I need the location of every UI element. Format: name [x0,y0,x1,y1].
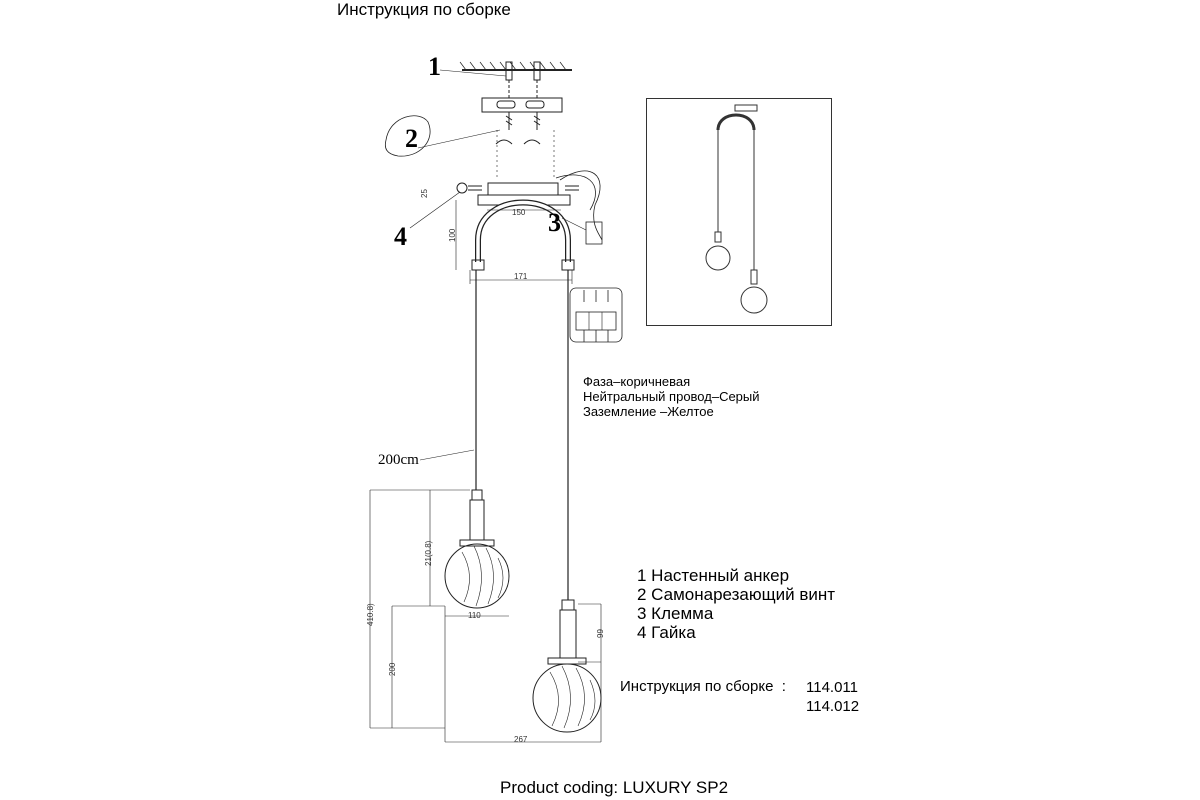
callout-2: 2 [405,124,418,153]
dimension-410: 410.8) [366,603,375,626]
dimension-267: 267 [514,735,528,744]
dimension-99: 99 [596,629,605,638]
model-numbers: 114.011 114.012 [806,678,859,716]
parts-list: 1 Настенный анкер 2 Самонарезающий винт … [637,566,835,642]
assembly-label-text: Инструкция по сборке [620,678,774,695]
assembly-separator: : [781,678,786,695]
dimension-150: 150 [512,208,526,217]
wiring-legend: Фаза–коричневая Нейтральный провод–Серый… [583,374,760,419]
cable-length-label: 200cm [378,452,419,468]
dimension-100: 100 [448,228,457,242]
wiring-ground: Заземление –Желтое [583,404,714,419]
parts-list-item: 1 Настенный анкер [637,566,790,585]
parts-list-item: 2 Самонарезающий винт [637,585,836,604]
wiring-neutral: Нейтральный провод–Серый [583,389,760,404]
dimension-200: 200 [388,662,397,676]
dimension-25: 25 [420,189,429,198]
callout-3: 3 [548,208,561,237]
dimension-21: 21(0.8) [424,540,433,566]
page-title: Инструкция по сборке [337,0,511,19]
parts-list-item: 4 Гайка [637,623,696,642]
assembly-instructions-label: Инструкция по сборке : [620,678,786,695]
parts-list-item: 3 Клемма [637,604,714,623]
wiring-phase: Фаза–коричневая [583,374,691,389]
preview-illustration-frame [646,98,832,326]
dimension-171: 171 [514,272,528,281]
product-coding: Product coding: LUXURY SP2 [500,778,729,797]
model-number: 114.011 [806,679,858,696]
callout-4: 4 [394,222,407,251]
callout-1: 1 [428,52,441,81]
dimension-110: 110 [468,611,481,620]
model-number: 114.012 [806,698,860,715]
